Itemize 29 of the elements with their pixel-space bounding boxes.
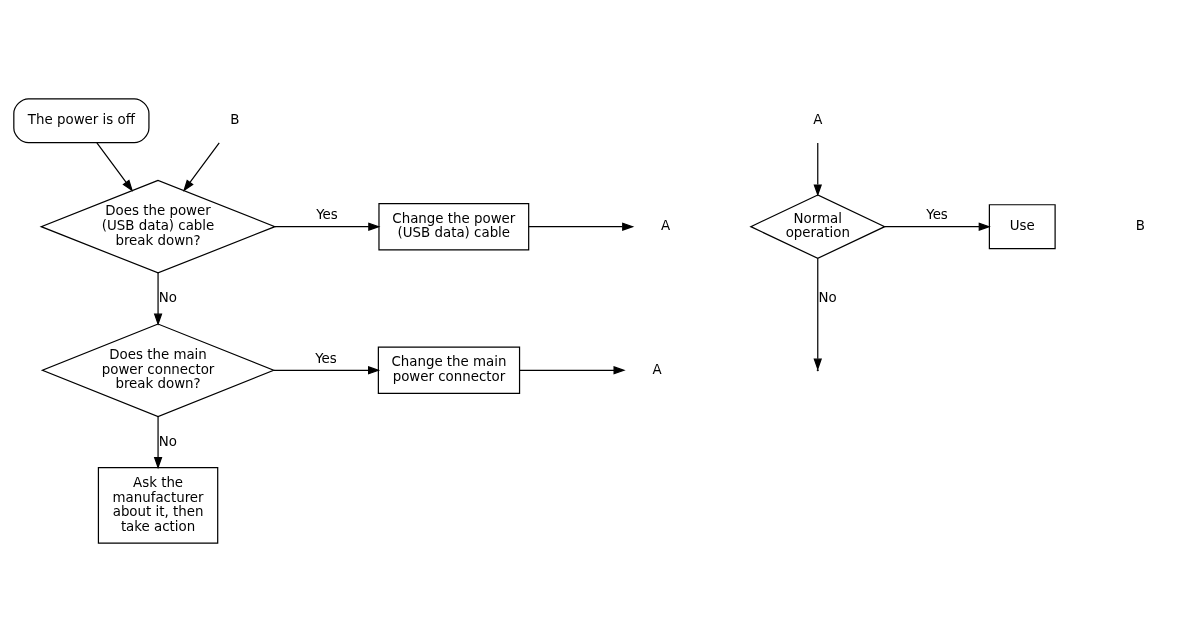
- node-box: The power is off: [13, 97, 150, 143]
- arrow: [813, 141, 823, 197]
- node-box: Change the main power connector: [377, 346, 521, 394]
- node-text: A: [652, 361, 662, 377]
- edge-label: No: [158, 433, 177, 449]
- edge-label: No: [158, 289, 177, 305]
- edge-label: No: [818, 289, 837, 305]
- arrow: [153, 271, 163, 326]
- edge-label: Yes: [315, 350, 337, 366]
- arrow: [528, 221, 635, 231]
- node-diamond: Normal operation: [749, 193, 887, 259]
- arrow: [813, 257, 823, 371]
- arrow: [183, 141, 220, 192]
- arrow: [884, 221, 991, 231]
- arrow: [153, 415, 163, 469]
- arrow: [96, 141, 134, 192]
- edge-label: Yes: [926, 206, 948, 222]
- node-box: Use: [988, 203, 1056, 249]
- arrow: [274, 221, 381, 231]
- node-box: Ask the manufacturer about it, then take action: [97, 466, 219, 544]
- edge-label: Yes: [316, 206, 338, 222]
- node-text: B: [1135, 217, 1145, 233]
- arrow: [273, 365, 381, 375]
- arrow: [519, 365, 626, 375]
- node-diamond: Does the main power connector break down?: [40, 322, 276, 417]
- node-box: Change the power (USB data) cable: [378, 202, 530, 250]
- node-text: A: [813, 111, 823, 127]
- node-text: A: [661, 217, 671, 233]
- label: B: [230, 111, 240, 127]
